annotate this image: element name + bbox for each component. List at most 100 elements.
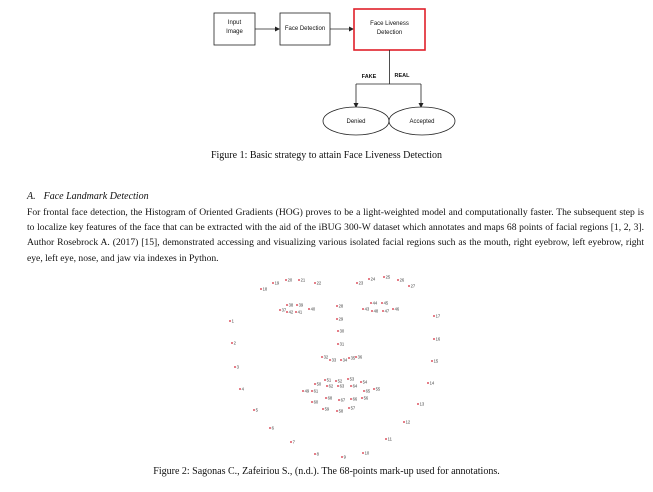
landmark-dot	[272, 282, 274, 284]
section-title: Face Landmark Detection	[43, 191, 149, 202]
landmark-dot	[295, 311, 297, 313]
landmark-point-64: 64	[350, 384, 358, 389]
landmark-dot	[260, 288, 262, 290]
landmark-index-label: 63	[340, 384, 345, 389]
landmark-point-22: 22	[314, 281, 322, 286]
landmark-index-label: 31	[340, 342, 345, 347]
landmark-dot	[392, 308, 394, 310]
landmark-point-38: 38	[286, 303, 294, 308]
landmark-dot	[321, 356, 323, 358]
landmark-dot	[253, 409, 255, 411]
landmark-dot	[431, 360, 433, 362]
landmark-index-label: 67	[341, 398, 346, 403]
landmark-dot	[336, 410, 338, 412]
landmark-point-12: 12	[403, 420, 411, 425]
landmark-point-27: 27	[408, 284, 416, 289]
landmark-index-label: 30	[340, 329, 345, 334]
landmark-dot	[337, 330, 339, 332]
landmark-dot	[373, 388, 375, 390]
landmark-point-26: 26	[397, 278, 405, 283]
landmark-point-55: 55	[373, 387, 381, 392]
landmark-index-label: 16	[436, 337, 441, 342]
landmark-point-34: 34	[340, 358, 348, 363]
landmark-dot	[314, 282, 316, 284]
landmark-point-11: 11	[385, 437, 393, 442]
landmark-point-33: 33	[329, 358, 337, 363]
landmark-index-label: 38	[289, 303, 294, 308]
landmark-index-label: 58	[339, 409, 344, 414]
denied-node: Denied	[322, 106, 390, 136]
landmark-dot	[234, 366, 236, 368]
landmark-point-14: 14	[427, 381, 435, 386]
landmark-point-2: 2	[231, 341, 237, 346]
accepted-node: Accepted	[388, 106, 456, 136]
landmark-index-label: 27	[411, 284, 416, 289]
landmark-dot	[335, 380, 337, 382]
landmark-dot	[279, 309, 281, 311]
landmark-index-label: 6	[272, 426, 275, 431]
landmark-index-label: 53	[350, 377, 355, 382]
landmark-index-label: 43	[365, 307, 370, 312]
landmark-index-label: 54	[363, 380, 368, 385]
landmark-point-7: 7	[290, 440, 296, 445]
landmark-index-label: 10	[365, 451, 370, 456]
landmark-point-15: 15	[431, 359, 439, 364]
landmark-dot	[362, 452, 364, 454]
landmark-dot	[355, 356, 357, 358]
landmark-dot	[326, 385, 328, 387]
landmark-dot	[337, 343, 339, 345]
landmark-point-19: 19	[272, 281, 280, 286]
landmark-dot	[336, 305, 338, 307]
landmark-index-label: 41	[298, 310, 303, 315]
landmark-point-48: 48	[371, 309, 379, 314]
landmark-point-25: 25	[383, 275, 391, 280]
landmark-point-59: 59	[322, 407, 330, 412]
landmark-index-label: 35	[351, 356, 356, 361]
landmark-dot	[311, 401, 313, 403]
accepted-label: Accepted	[409, 119, 434, 125]
landmark-index-label: 51	[327, 378, 332, 383]
landmark-dot	[296, 304, 298, 306]
landmark-dot	[314, 383, 316, 385]
denied-label: Denied	[346, 119, 365, 125]
landmark-dot	[314, 453, 316, 455]
landmark-dot	[348, 357, 350, 359]
landmark-dot	[360, 381, 362, 383]
landmark-index-label: 25	[386, 275, 391, 280]
landmark-dot	[231, 342, 233, 344]
landmark-point-58: 58	[336, 409, 344, 414]
body-paragraph: For frontal face detection, the Histogra…	[27, 207, 644, 264]
landmark-point-44: 44	[370, 301, 378, 306]
landmark-point-13: 13	[417, 402, 425, 407]
landmark-point-50: 50	[314, 382, 322, 387]
landmark-index-label: 61	[314, 389, 319, 394]
landmark-dot	[308, 308, 310, 310]
landmark-point-16: 16	[433, 337, 441, 342]
landmark-index-label: 15	[434, 359, 439, 364]
landmark-point-39: 39	[296, 303, 304, 308]
landmark-point-67: 67	[338, 398, 346, 403]
landmark-dot	[337, 385, 339, 387]
landmark-dot	[350, 385, 352, 387]
landmark-dot	[371, 310, 373, 312]
landmark-point-43: 43	[362, 307, 370, 312]
landmark-dot	[361, 397, 363, 399]
landmark-index-label: 45	[384, 301, 389, 306]
figure1-caption: Figure 1: Basic strategy to attain Face …	[210, 150, 443, 161]
landmark-index-label: 2	[234, 341, 237, 346]
landmark-dot	[298, 279, 300, 281]
landmark-dot	[433, 338, 435, 340]
landmark-index-label: 13	[420, 402, 425, 407]
landmark-dot	[433, 315, 435, 317]
landmark-index-label: 11	[388, 437, 393, 442]
landmark-point-66: 66	[350, 397, 358, 402]
landmark-point-52: 52	[335, 379, 343, 384]
landmark-index-label: 1	[232, 319, 235, 324]
landmark-index-label: 3	[237, 365, 240, 370]
face-liveness-box: Face Liveness Detection	[353, 8, 426, 51]
landmark-index-label: 59	[325, 407, 330, 412]
landmark-point-35: 35	[348, 356, 356, 361]
landmark-dot	[341, 456, 343, 458]
landmark-dot	[362, 308, 364, 310]
landmark-index-label: 47	[385, 309, 390, 314]
